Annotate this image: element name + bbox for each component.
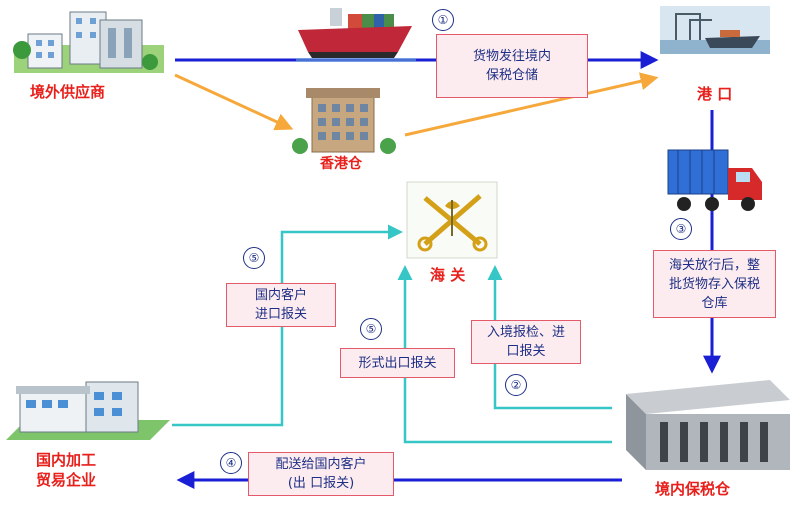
bonded-warehouse-label: 境内保税仓 [655,480,731,498]
formal-export-line1: 形式出口报关 [358,355,437,371]
supplier-buildings-icon [13,11,164,73]
customs-release-box: 海关放行后，整 批货物存入保税 仓库 [653,250,776,318]
domestic-import-line1: 国内客户 [254,288,307,303]
step-5-marker-import: ⑤ [243,247,265,269]
supplier-label: 境外供应商 [30,83,106,101]
domestic-import-line2: 进口报关 [254,307,307,322]
entry-inspection-line1: 入境报检、进 [486,325,565,340]
formal-export-box: 形式出口报关 [340,348,455,378]
port-cranes-icon [660,6,770,54]
ship-to-bonded-line2: 保税仓储 [485,68,538,83]
truck-icon [667,149,762,211]
hk-warehouse-label: 香港仓 [320,156,362,172]
domestic-import-box: 国内客户 进口报关 [226,283,336,327]
domestic-to-customs-arrow [172,224,403,427]
ship-to-bonded-line1: 货物发往境内 [472,49,551,64]
step-4-marker: ④ [220,452,242,474]
domestic-enterprise-label-line2: 贸易企业 [36,471,97,489]
deliver-domestic-box: 配送给国内客户 (出 口报关) [248,452,394,496]
hk-warehouse-building-icon [292,88,396,154]
customs-emblem-icon [406,181,498,259]
bonded-to-customs-export-arrow [397,265,612,444]
step-2-marker: ② [505,374,527,396]
entry-inspection-box: 入境报检、进 口报关 [471,320,581,364]
customs-release-line2: 批货物存入保税 [668,276,760,292]
customs-release-line1: 海关放行后，整 [668,257,760,273]
port-label: 港 口 [697,85,733,103]
bonded-to-customs-entry-arrow [487,265,612,410]
supplier-to-hk-arrow [174,73,294,131]
entry-inspection-line2: 口报关 [506,344,546,359]
domestic-enterprise-label: 国内加工 贸易企业 [36,450,96,490]
step-1-marker: ① [432,9,454,31]
domestic-enterprise-label-line1: 国内加工 [36,451,97,469]
cargo-ship-icon [296,8,416,62]
deliver-domestic-line2: (出 口报关) [287,476,355,491]
hk-to-port-arrow [404,72,659,137]
customs-label: 海 关 [430,266,466,284]
deliver-domestic-line1: 配送给国内客户 [275,457,367,472]
bonded-warehouse-building-icon [626,380,790,470]
step-3-marker: ③ [670,218,692,240]
customs-release-line3: 仓库 [701,295,728,311]
step-5-marker-export: ⑤ [360,318,382,340]
domestic-enterprise-building-icon [6,381,170,440]
ship-to-bonded-box: 货物发往境内 保税仓储 [436,34,588,98]
